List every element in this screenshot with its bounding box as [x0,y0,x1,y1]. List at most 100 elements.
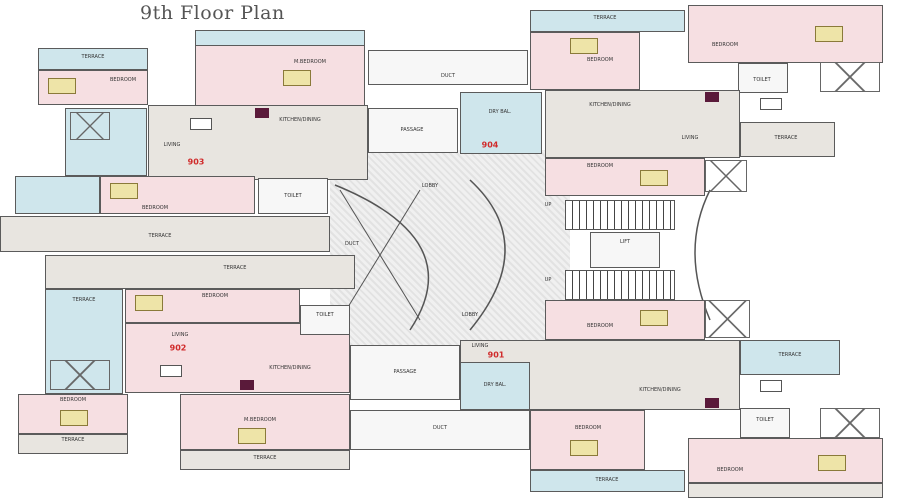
central-lobby [330,150,570,350]
terrace-902-d [180,450,350,470]
up-label-top: UP [544,202,552,208]
terrace-904-a [530,10,685,32]
terrace-label: TERRACE [81,54,105,60]
mbedroom-label: M.BEDROOM [293,59,327,65]
terrace-903-a [38,48,148,70]
terrace-903-b [195,30,365,46]
dining-table-icon [760,380,782,392]
toilet-strip-bottom [350,410,530,450]
terrace-label: TERRACE [223,265,247,271]
dining-table-icon [190,118,212,130]
bedroom-901-a [545,300,705,340]
drybal-901 [460,362,530,410]
toilet-label: TOILET [753,77,771,83]
open-to-sky-icon [705,300,750,338]
kitchen-label: KITCHEN/DINING [269,365,311,371]
dining-table-icon [760,98,782,110]
open-to-sky-icon [50,360,110,390]
bedroom-label: BEDROOM [586,57,614,63]
terrace-label: TERRACE [72,297,96,303]
living-label: LIVING [471,343,489,349]
flat-number-902: 902 [169,343,187,353]
kitchen-label: KITCHEN/DINING [589,102,631,108]
open-to-sky-icon [705,160,747,192]
bedroom-901-c [688,438,883,483]
passage-strip-top [368,108,458,153]
bed-icon [110,183,138,199]
up-label-bottom: UP [544,277,552,283]
bed-icon [48,78,76,94]
terrace-label: TERRACE [595,477,619,483]
bedroom-label: BEDROOM [201,293,229,299]
bedroom-label: BEDROOM [586,323,614,329]
duct-label-1: DUCT [344,241,360,247]
mbedroom-903 [195,45,365,107]
living-label: LIVING [163,142,181,148]
bedroom-904-b [688,5,883,63]
terrace-902-a [45,255,355,289]
bed-icon [570,440,598,456]
toilet-903 [258,178,328,214]
bed-icon [640,310,668,326]
toilet-strip-top [368,50,528,85]
flat-number-903: 903 [187,157,205,167]
mbedroom-label: M.BEDROOM [243,417,277,423]
terrace-label: TERRACE [253,455,277,461]
living-label: LIVING [681,135,699,141]
open-to-sky-icon [820,408,880,438]
bedroom-label: BEDROOM [586,163,614,169]
bed-icon [283,70,311,86]
bed-icon [135,295,163,311]
kitchen-counter-icon [255,108,269,118]
passage-label-bottom: PASSAGE [393,369,417,375]
terrace-903-e [0,216,330,252]
open-to-sky-icon [820,62,880,92]
toilet-label: TOILET [756,417,774,423]
terrace-901-b [530,470,685,492]
kitchen-label: KITCHEN/DINING [639,387,681,393]
terrace-902-c [18,434,128,454]
terrace-label: TERRACE [148,233,172,239]
kitchen-counter-icon [705,398,719,408]
bedroom-904-c [545,158,705,196]
lift-label: LIFT [619,239,631,245]
toilet-904 [738,63,788,93]
terrace-903-d [15,176,100,214]
drybal-label: DRY BAL. [483,382,507,388]
flat-number-901: 901 [487,350,505,360]
kitchen-counter-icon [240,380,254,390]
terrace-label: TERRACE [778,352,802,358]
passage-label-top: PASSAGE [400,127,424,133]
staircase-top [565,200,675,230]
kitchen-label: KITCHEN/DINING [279,117,321,123]
terrace-label: TERRACE [61,437,85,443]
terrace-label: TERRACE [593,15,617,21]
terrace-label: TERRACE [774,135,798,141]
open-to-sky-icon [70,112,110,140]
terrace-901-c [688,483,883,498]
bedroom-label: BEDROOM [716,467,744,473]
bed-icon [640,170,668,186]
terrace-901-a [740,340,840,375]
drybal-904 [460,92,542,154]
passage-strip-bottom [350,345,460,400]
toilet-label: TOILET [284,193,302,199]
bed-icon [815,26,843,42]
bedroom-label: BEDROOM [141,205,169,211]
bedroom-label: BEDROOM [59,397,87,403]
plan-title: 9th Floor Plan [140,2,285,24]
kitchen-counter-icon [705,92,719,102]
staircase-bottom [565,270,675,300]
toilet-label: TOILET [316,312,334,318]
bed-icon [570,38,598,54]
bedroom-902-b [18,394,128,434]
lift-core [590,232,660,268]
flat-number-904: 904 [481,140,499,150]
lobby-label-bottom: LOBBY [461,312,479,318]
toilet-902 [300,305,350,335]
duct-label-2: DUCT [440,73,456,79]
living-label: LIVING [171,332,189,338]
bed-icon [60,410,88,426]
